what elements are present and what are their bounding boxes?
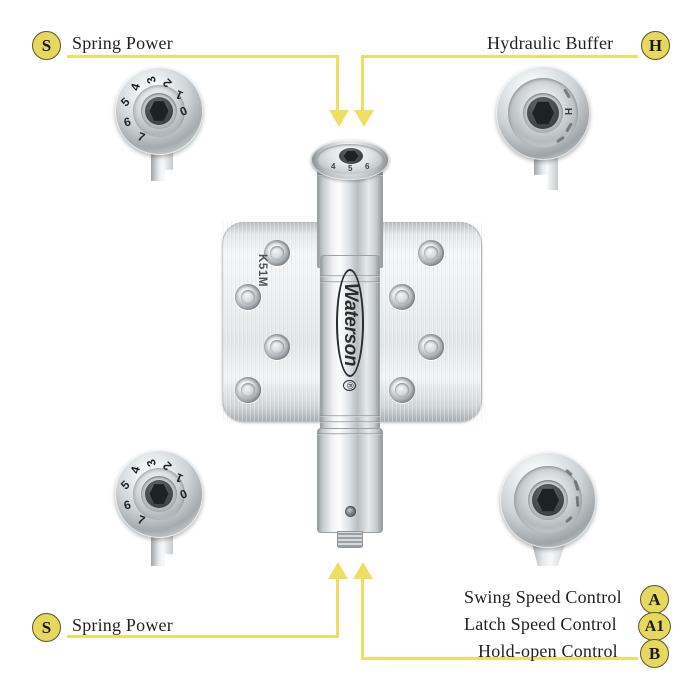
label-spring-power-bottom: Spring Power (72, 615, 173, 635)
hinge-right-leaf (368, 222, 482, 422)
screw-hole (235, 284, 261, 310)
label-swing-speed-control: Swing Speed Control (464, 587, 622, 607)
threaded-stud (337, 531, 363, 548)
registered-trademark-icon: ® (343, 380, 357, 391)
hex-socket-top-left (145, 97, 173, 125)
top-dial-number: 6 (365, 162, 370, 171)
top-dial-hex-socket (339, 148, 363, 164)
brand-logo: Waterson ® (335, 269, 365, 391)
leader-arrow-top-right (354, 110, 374, 127)
leader-arrow-bottom-left (328, 562, 348, 579)
detail-spring-dial-bottom-left: 0 1 2 3 4 5 6 7 (110, 448, 210, 578)
badge-hold-open-control: B (640, 639, 669, 668)
hex-socket-top-right (527, 97, 559, 129)
top-dial-number: 5 (348, 164, 353, 173)
badge-latch-speed-control: A1 (638, 612, 671, 641)
leader-arrow-top-left (329, 110, 349, 127)
detail-speed-control-bottom-right (495, 448, 610, 578)
leader-line-bottom-right-vertical (361, 578, 364, 660)
badge-swing-speed-control: A (640, 585, 669, 614)
barrel-seam (320, 421, 380, 423)
badge-spring-power-bottom: S (32, 613, 61, 642)
screw-hole (235, 377, 261, 403)
badge-hydraulic-buffer: H (641, 31, 670, 60)
hinge-center-barrel: Waterson ® (320, 255, 380, 435)
top-dial-number: 4 (331, 162, 336, 171)
label-latch-speed-control: Latch Speed Control (464, 614, 617, 634)
screw-hole (389, 284, 415, 310)
hex-socket-bottom-left (145, 480, 173, 508)
lower-cap-body (317, 428, 383, 533)
barrel-seam (320, 275, 380, 277)
cap-pin-hole (345, 506, 356, 517)
label-hydraulic-buffer: Hydraulic Buffer (487, 33, 614, 53)
brand-name: Waterson (336, 269, 364, 378)
leader-line-bottom-left-vertical (336, 578, 339, 637)
screw-hole (264, 334, 290, 360)
barrel-seam (320, 281, 380, 283)
detail-spring-dial-top-left: 0 1 2 3 4 5 6 7 (110, 65, 210, 195)
badge-spring-power-top: S (32, 31, 61, 60)
detail-hydraulic-buffer-top-right: H (490, 62, 600, 192)
leader-line-top-right-horizontal (361, 55, 638, 58)
label-hold-open-control: Hold-open Control (478, 641, 618, 661)
hinge-lower-cap (317, 428, 383, 533)
cap-seam (317, 433, 383, 435)
screw-hole (264, 240, 290, 266)
label-spring-power-top: Spring Power (72, 33, 173, 53)
leader-line-top-right-vertical (361, 55, 364, 112)
screw-hole (389, 377, 415, 403)
upper-barrel-body (317, 168, 383, 268)
hinge-left-leaf: K51M (222, 222, 338, 422)
screw-hole (418, 334, 444, 360)
hex-socket-bottom-right (532, 484, 564, 516)
model-marking: K51M (256, 254, 268, 288)
leader-line-bottom-left-horizontal (67, 635, 339, 638)
barrel-seam (320, 415, 380, 417)
leader-arrow-bottom-right (353, 562, 373, 579)
screw-hole (418, 240, 444, 266)
center-barrel-body (320, 255, 380, 435)
leader-line-top-left-vertical (336, 55, 339, 112)
hinge-upper-barrel (317, 168, 383, 268)
leader-line-bottom-right-horizontal (361, 657, 638, 660)
leader-line-top-left-horizontal (67, 55, 339, 58)
hinge-top-adjustment-dial: 4 5 6 (311, 140, 389, 180)
